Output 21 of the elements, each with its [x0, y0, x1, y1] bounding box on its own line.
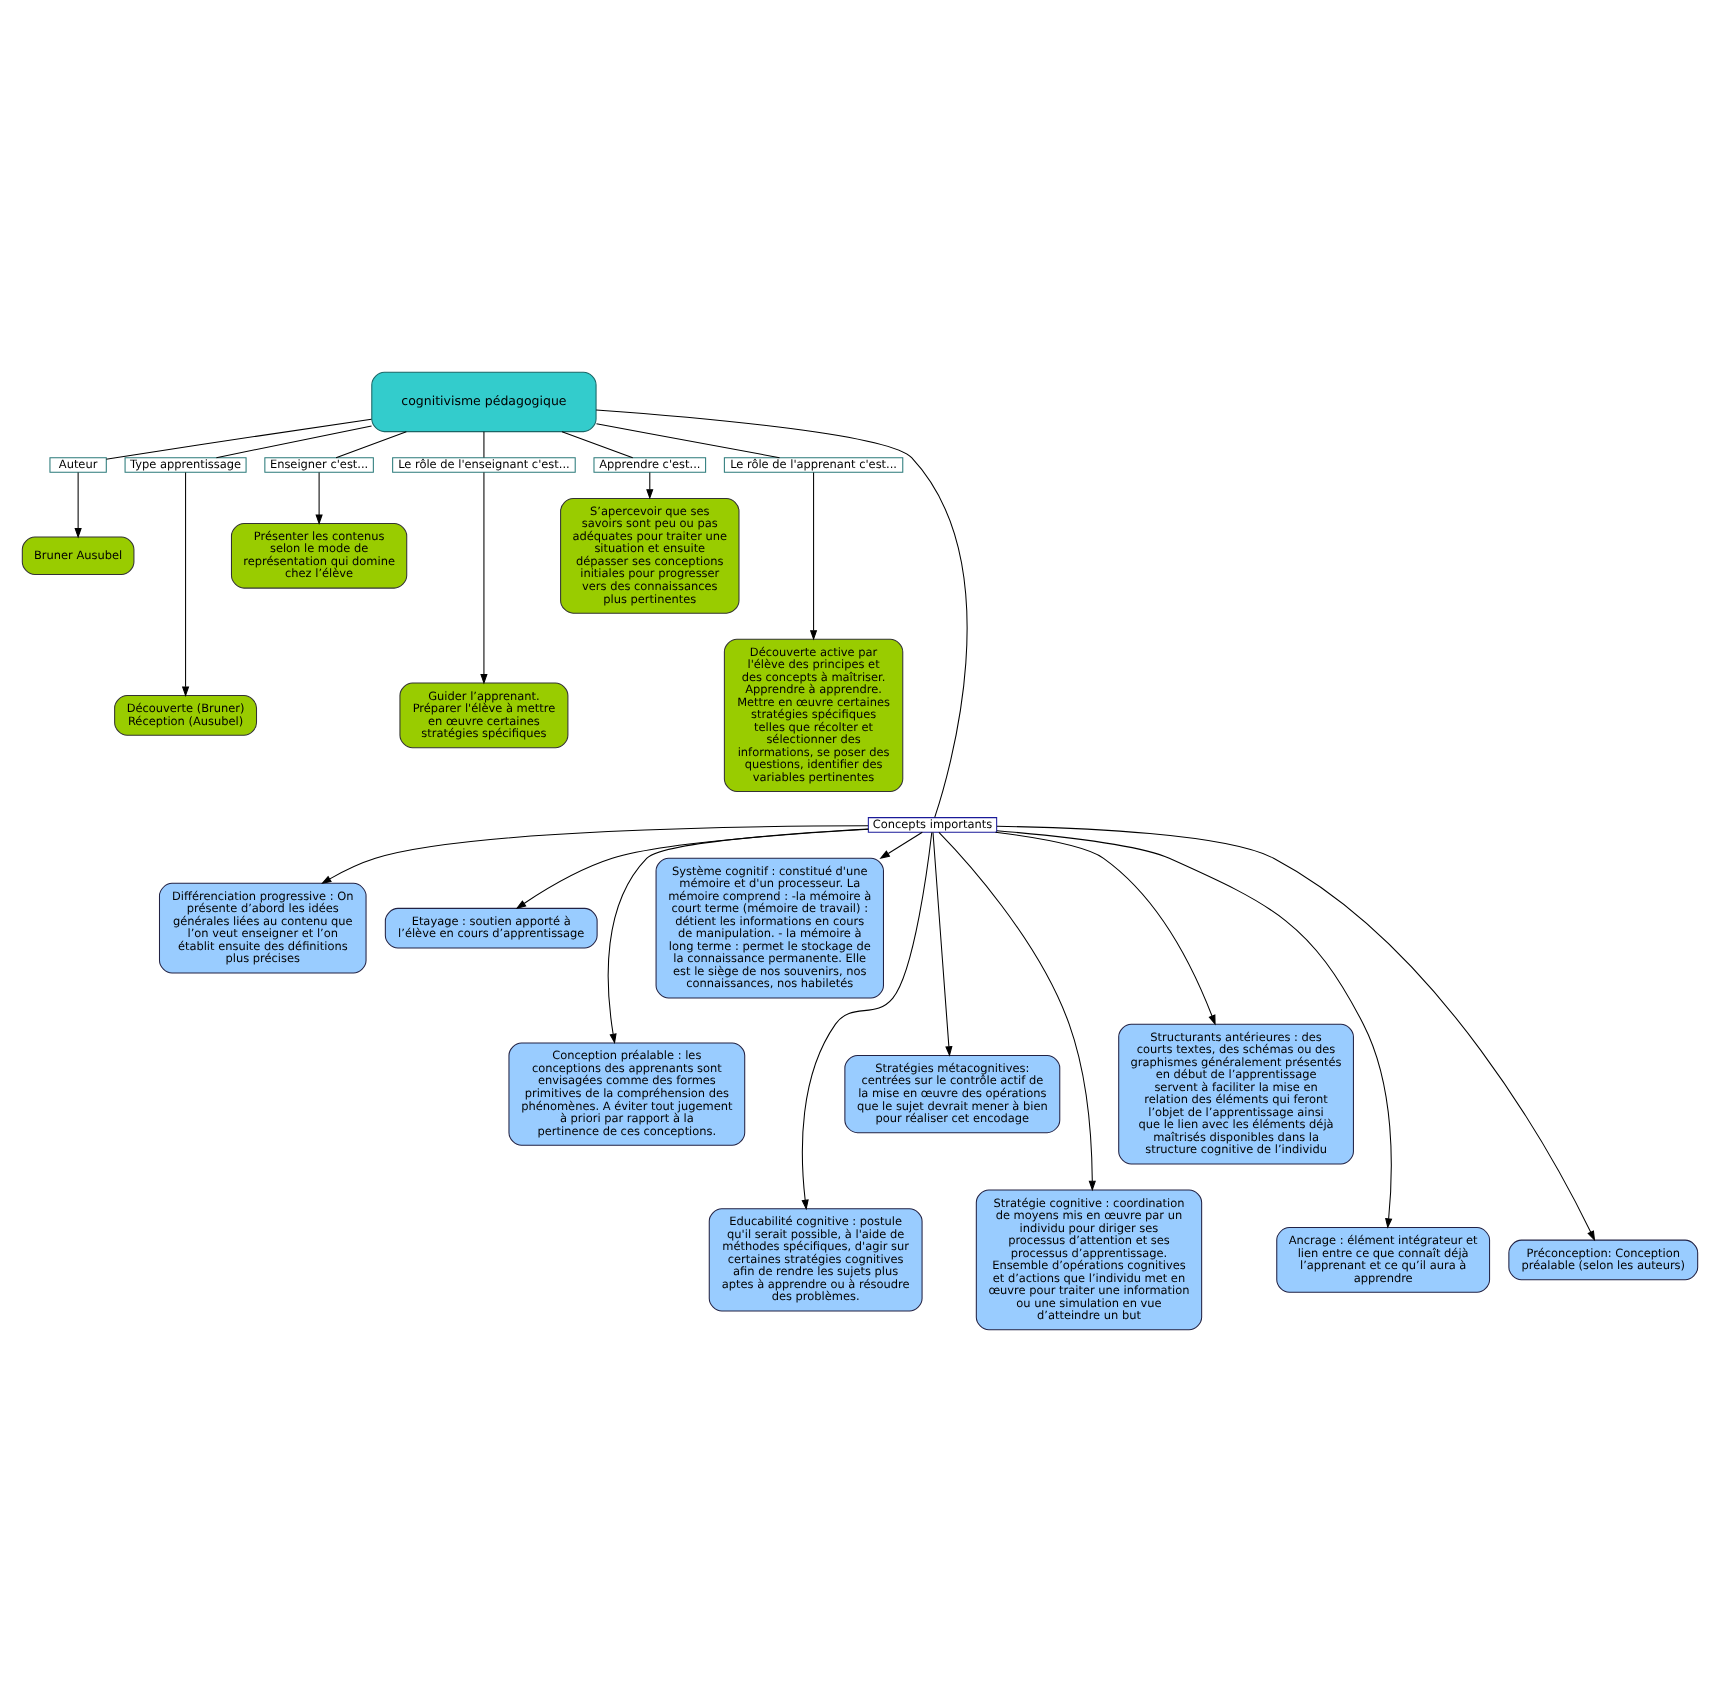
arrow: [878, 830, 922, 858]
arrow: [314, 470, 322, 524]
connector: [560, 430, 633, 458]
connector: [214, 424, 372, 458]
arrow: [479, 470, 487, 684]
connector: [594, 422, 780, 458]
arrow: [320, 824, 868, 884]
arrow: [645, 470, 653, 499]
arrow: [606, 827, 868, 1044]
arrow: [800, 830, 932, 1210]
arrow: [73, 470, 81, 538]
connector: [334, 430, 406, 458]
arrow: [180, 470, 189, 696]
arrow: [808, 470, 817, 640]
arrow: [995, 829, 1392, 1228]
arrow: [937, 830, 1095, 1191]
connector: [482, 430, 484, 457]
connector: [104, 417, 371, 459]
arrow: [993, 830, 1215, 1025]
arrow: [931, 831, 952, 1056]
arrow: [995, 824, 1595, 1241]
